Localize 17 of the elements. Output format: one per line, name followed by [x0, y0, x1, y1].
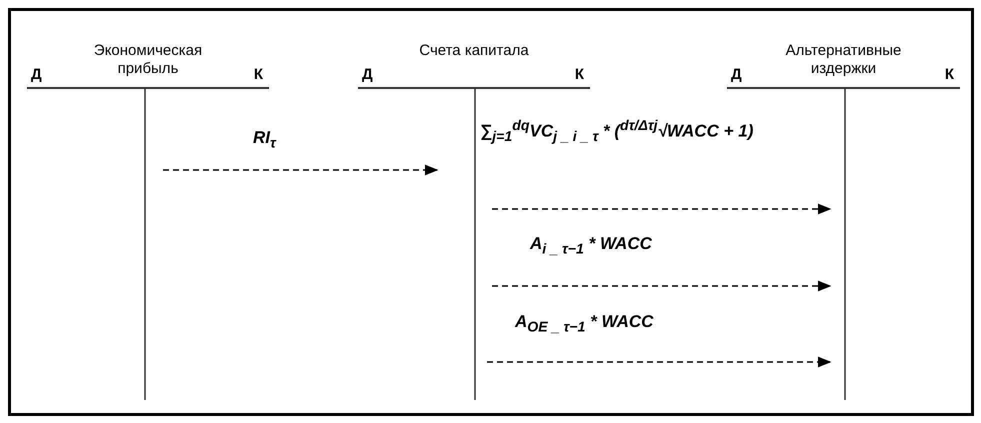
credit-label: К — [574, 66, 584, 83]
debit-label: Д — [362, 66, 373, 83]
dashed-arrow — [492, 280, 832, 292]
dashed-arrow — [492, 204, 832, 214]
formula-label: A$_{i _ τ−1}$ * WACC — [530, 234, 652, 258]
formula-label: ∑$_{j=1}$$^{dq}$VC$_{j _ i _ τ}$ * ($^{dτ/Δτj}$√WACC + 1) — [480, 118, 754, 146]
credit-label: К — [254, 66, 263, 83]
dashed-arrow — [163, 164, 438, 176]
credit-label: К — [944, 66, 954, 83]
formula-label: A$_{OE _ τ−1}$ * WACC — [515, 312, 654, 336]
debit-label: Д — [731, 66, 742, 83]
formula-label: RI$_{τ}$ — [253, 128, 276, 152]
account-title: Экономическая прибыль — [92, 42, 204, 78]
dashed-arrow — [487, 356, 832, 368]
account-title: Счета капитала — [418, 42, 530, 60]
debit-label: Д — [31, 66, 42, 83]
account-title: Альтернативные издержки — [784, 42, 902, 78]
